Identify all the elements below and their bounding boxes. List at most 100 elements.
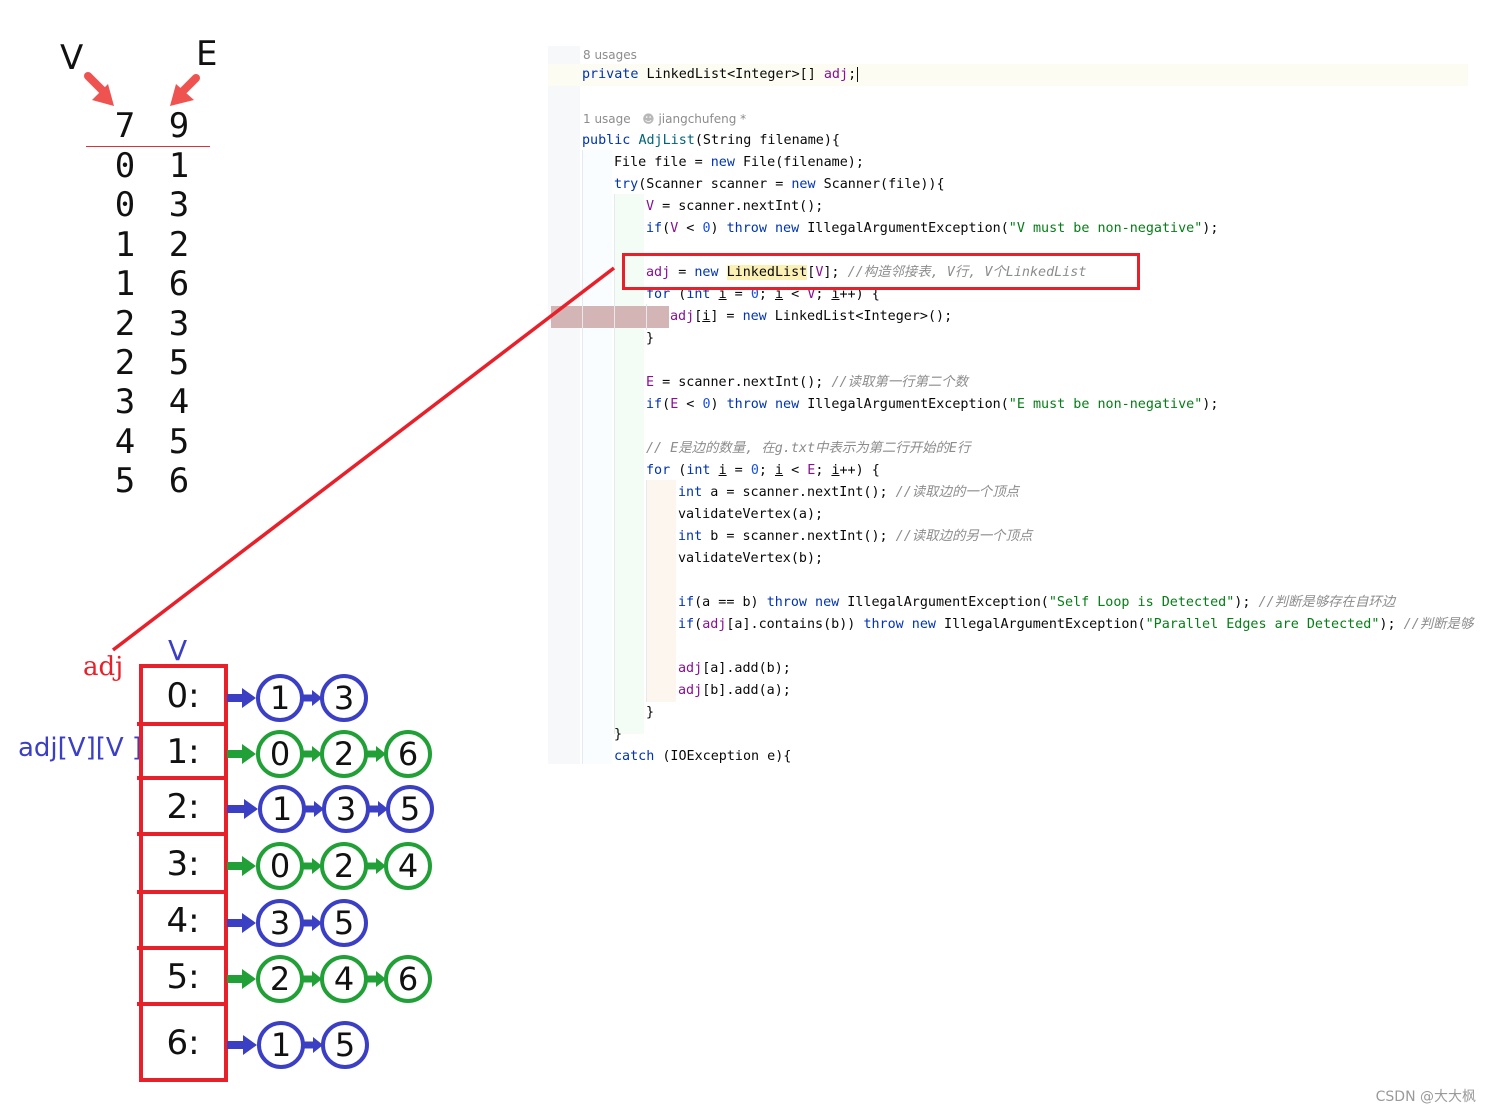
code-line-file: File file = new File(filename); — [614, 155, 864, 170]
code-line-adj-init: adj = new LinkedList[V]; //构造邻接表, V行, V个… — [646, 265, 1087, 280]
neighbor-value: 5 — [400, 790, 420, 828]
neighbor-node — [320, 899, 368, 947]
pointer-arrowhead — [242, 688, 256, 708]
code-line-close-for-e: } — [646, 705, 655, 720]
neighbor-value: 3 — [336, 790, 356, 828]
neighbor-value: 5 — [335, 1026, 355, 1064]
comment-read-b: //读取边的另一个顶点 — [895, 529, 1033, 544]
code-line-self-loop: if(a == b) throw new IllegalArgumentExce… — [678, 595, 1396, 610]
cell-label: 1: — [166, 732, 200, 772]
pointer-arrowhead — [242, 969, 256, 989]
code-line-parallel: if(adj[a].contains(b)) throw new Illegal… — [678, 617, 1474, 632]
code-line-add-ab: adj[a].add(b); — [678, 661, 791, 676]
pointer-arrowhead — [242, 744, 256, 764]
comment-read-a: //读取边的一个顶点 — [895, 485, 1019, 500]
indent-guide-4 — [646, 480, 647, 702]
cell-label: 3: — [166, 844, 200, 884]
cell-label: 2: — [166, 787, 200, 827]
watermark: CSDN @大大枫 — [1375, 1089, 1476, 1105]
link-arrowhead — [312, 746, 322, 762]
pointer-arrowhead — [243, 1035, 257, 1055]
edge-from: 0 — [114, 185, 136, 226]
code-line-catch: catch (IOException e){ — [614, 749, 792, 764]
cell-label: 5: — [166, 957, 200, 997]
code-line-read-a: int a = scanner.nextInt(); //读取边的一个顶点 — [678, 485, 1019, 500]
neighbor-value: 2 — [270, 960, 290, 998]
neighbor-value: 4 — [334, 960, 354, 998]
code-line-read-e: E = scanner.nextInt(); //读取第一行第二个数 — [646, 375, 969, 390]
link-arrowhead — [376, 746, 386, 762]
code-line-validate-b: validateVertex(b); — [678, 551, 824, 566]
neighbor-node — [386, 785, 434, 833]
neighbor-value: 0 — [270, 847, 290, 885]
v-label: V — [168, 634, 188, 667]
edge-to: 3 — [168, 185, 190, 226]
code-line-adj-alloc: adj[i] = new LinkedList<Integer>(); — [670, 309, 953, 324]
neighbor-value: 3 — [334, 679, 354, 717]
usages-count: 1 usage — [583, 112, 631, 126]
neighbor-value: 1 — [271, 1026, 291, 1064]
code-line-for-v: for (int i = 0; i < V; i++) { — [646, 287, 880, 302]
cell-label: 6: — [166, 1023, 200, 1063]
indent-band-2 — [614, 194, 644, 734]
neighbor-value: 1 — [270, 679, 290, 717]
comment-e-meaning: // E是边的数量, 在g.txt中表示为第二行开始的E行 — [646, 441, 971, 456]
comment-read-e: //读取第一行第二个数 — [831, 375, 969, 390]
current-line-highlight — [548, 64, 1468, 86]
comment-adj-init: //构造邻接表, V行, V个LinkedList — [847, 265, 1087, 280]
link-arrowhead — [312, 915, 322, 931]
code-line-for-e: for (int i = 0; i < E; i++) { — [646, 463, 880, 478]
code-line-ctor: public AdjList(String filename){ — [582, 133, 840, 148]
cell-label: 4: — [166, 901, 200, 941]
edge-from: 0 — [114, 146, 136, 186]
array-label: adj[V][V ] — [18, 733, 143, 763]
edge-to: 1 — [168, 146, 190, 186]
adj-label: adj — [83, 652, 124, 682]
neighbor-value: 2 — [334, 735, 354, 773]
code-line-check-e: if(E < 0) throw new IllegalArgumentExcep… — [646, 397, 1219, 412]
neighbor-value: 3 — [270, 904, 290, 942]
neighbor-node — [384, 955, 432, 1003]
link-arrowhead — [312, 858, 322, 874]
neighbor-node — [320, 674, 368, 722]
link-arrowhead — [314, 801, 324, 817]
link-arrowhead — [312, 971, 322, 987]
usages-hint-ctor[interactable]: 1 usage ☻ jiangchufeng * — [583, 110, 746, 128]
code-editor[interactable]: 8 usages private LinkedList<Integer>[] a… — [548, 46, 1473, 766]
code-line-close-for-v: } — [646, 331, 655, 346]
header-arrows — [84, 72, 200, 106]
code-line-read-v: V = scanner.nextInt(); — [646, 199, 824, 214]
indent-band-3 — [646, 480, 676, 702]
link-arrowhead — [376, 971, 386, 987]
comment-self-loop: //判断是够存在自环边 — [1258, 595, 1396, 610]
neighbor-node — [384, 730, 432, 778]
edge-to: 2 — [168, 224, 190, 265]
link-arrowhead — [376, 858, 386, 874]
edge-from: 1 — [114, 224, 136, 265]
array-column — [139, 664, 228, 1082]
header-e-label: E — [196, 34, 218, 74]
neighbor-value: 2 — [334, 847, 354, 885]
neighbor-value: 5 — [334, 904, 354, 942]
link-arrowhead — [312, 690, 322, 706]
comment-parallel: //判断是够 — [1403, 617, 1474, 632]
author-icon: ☻ — [642, 112, 655, 126]
sample-first-line: 7 9 — [112, 106, 192, 146]
sample-divider — [86, 146, 210, 147]
usages-hint-field[interactable]: 8 usages — [583, 48, 637, 62]
neighbor-value: 6 — [398, 960, 418, 998]
neighbor-value: 1 — [272, 790, 292, 828]
code-line-comment-e: // E是边的数量, 在g.txt中表示为第二行开始的E行 — [646, 438, 970, 460]
code-line-check-v: if(V < 0) throw new IllegalArgumentExcep… — [646, 221, 1219, 236]
neighbor-value: 6 — [398, 735, 418, 773]
string-parallel: "Parallel Edges are Detected" — [1145, 617, 1380, 632]
pointer-arrowhead — [244, 799, 258, 819]
code-line-validate-a: validateVertex(a); — [678, 507, 824, 522]
neighbor-node — [321, 1021, 369, 1069]
link-arrowhead — [313, 1037, 323, 1053]
pointer-arrowhead — [242, 856, 256, 876]
